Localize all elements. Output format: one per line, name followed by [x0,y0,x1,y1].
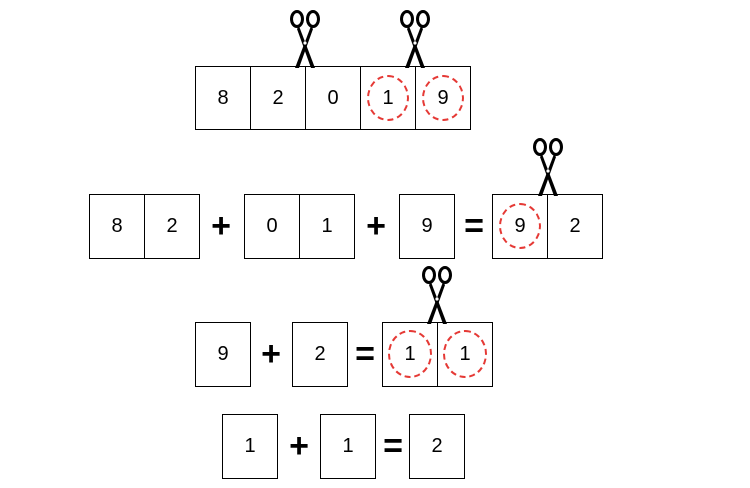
row2-digit: 9 [514,215,526,237]
row2-digit: 8 [111,215,123,237]
equals-sign: = [355,335,375,373]
plus-sign: + [289,427,309,465]
row2-digit: 0 [266,215,278,237]
row1-cell-3: 0 [305,66,361,130]
row1-digit: 0 [327,86,339,109]
row2-group2-cell-1: 0 [244,194,300,259]
row1-cell-1: 8 [195,66,251,130]
row3-term1-cell: 9 [195,322,251,387]
plus-sign: + [366,207,386,245]
row1-digit: 9 [437,86,449,109]
scissors-icon [421,266,453,324]
row2-group1-cell-2: 2 [144,194,200,259]
row1-digit: 1 [382,86,394,109]
equals-sign: = [464,207,484,245]
row1-cell-5: 9 [415,66,471,130]
plus-sign: + [261,335,281,373]
row2-digit: 9 [421,215,433,237]
row3-result-cell-2: 1 [437,322,493,387]
row4-result-cell: 2 [409,414,465,479]
equals-sign: = [383,427,403,465]
row4-term2-cell: 1 [320,414,376,479]
row2-result-cell-1: 9 [492,194,548,259]
row1-digit: 2 [272,86,284,109]
row3-digit: 9 [217,343,229,365]
dashed-circle [443,330,487,378]
dashed-circle [367,75,409,121]
row3-result-cell-1: 1 [382,322,438,387]
row2-result-cell-2: 2 [547,194,603,259]
row3-term2-cell: 2 [292,322,348,387]
row3-digit: 1 [404,343,416,365]
row4-digit: 2 [431,435,443,457]
row1-cell-4: 1 [360,66,416,130]
row4-term1-cell: 1 [222,414,278,479]
dashed-circle [422,75,464,121]
row2-group1-cell-1: 8 [89,194,145,259]
row2-digit: 2 [166,215,178,237]
scissors-icon [399,10,431,68]
dashed-circle [388,330,432,378]
row4-digit: 1 [342,435,354,457]
row1-cell-2: 2 [250,66,306,130]
dashed-circle [499,203,541,249]
row2-digit: 2 [569,215,581,237]
row3-digit: 2 [314,343,326,365]
row1-digit: 8 [217,86,229,109]
row4-digit: 1 [244,435,256,457]
row3-digit: 1 [459,343,471,365]
scissors-icon [532,138,564,196]
row2-group3-cell-1: 9 [399,194,455,259]
row2-group2-cell-2: 1 [299,194,355,259]
scissors-icon [289,10,321,68]
row2-digit: 1 [321,215,333,237]
plus-sign: + [211,207,231,245]
